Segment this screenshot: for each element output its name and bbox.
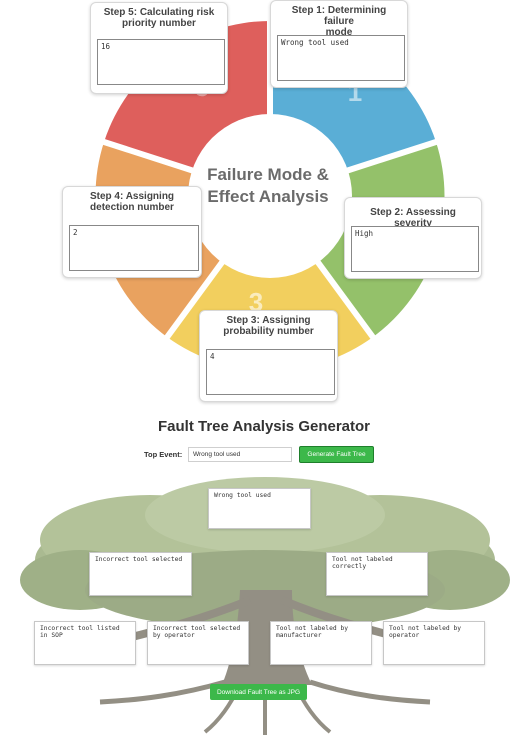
fta-node-top: Wrong tool used (208, 488, 311, 529)
step-2-input[interactable]: High (351, 226, 479, 272)
fta-node-mid-left: Incorrect tool selected (89, 552, 192, 596)
fta-node-leaf-1: Incorrect tool listed in SOP (34, 621, 136, 665)
step-5-input[interactable]: 16 (97, 39, 225, 85)
step-4-input[interactable]: 2 (69, 225, 199, 271)
generate-fault-tree-button[interactable]: Generate Fault Tree (299, 446, 374, 463)
fta-node-mid-right: Tool not labeled correctly (326, 552, 428, 596)
fta-title: Fault Tree Analysis Generator (157, 418, 371, 435)
fta-node-leaf-3: Tool not labeled by manufacturer (270, 621, 372, 665)
fta-node-leaf-4: Tool not labeled by operator (383, 621, 485, 665)
fta-node-leaf-2: Incorrect tool selected by operator (147, 621, 249, 665)
center-title-line2: Effect Analysis (207, 187, 328, 206)
segment-5 (104, 21, 270, 171)
segment-number-3: 3 (249, 287, 263, 317)
top-event-row: Top Event: Wrong tool used Generate Faul… (0, 446, 528, 464)
step-1-input[interactable]: Wrong tool used (277, 35, 405, 81)
step-2-title: Step 2: Assessing severity (370, 207, 456, 229)
download-fault-tree-button[interactable]: Download Fault Tree as JPG (210, 684, 307, 700)
top-event-input[interactable]: Wrong tool used (188, 447, 292, 462)
step-3-input[interactable]: 4 (206, 349, 335, 395)
center-title-line1: Failure Mode & (207, 165, 329, 184)
top-event-label: Top Event: (144, 450, 183, 459)
step-2-card: Step 2: Assessing severity High (344, 197, 482, 279)
fmea-diagram: 1 3 5 Failure Mode & Effect Analysis Ste… (62, 0, 482, 402)
